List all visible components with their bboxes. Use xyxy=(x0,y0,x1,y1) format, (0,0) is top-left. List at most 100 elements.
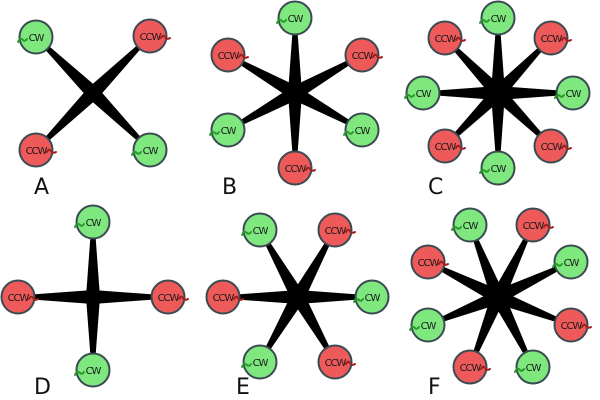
rotor-direction-label: CW xyxy=(253,226,269,237)
cw-rotation-arrow-icon xyxy=(131,150,142,156)
rotor-cw: CW xyxy=(276,0,313,36)
rotor-ccw: CCW xyxy=(150,279,189,315)
rotor-direction-label: CW xyxy=(491,14,507,25)
ccw-rotation-arrow-icon xyxy=(178,295,189,301)
frame-arm xyxy=(258,293,305,363)
rotor-disc xyxy=(317,212,353,248)
frame-arm xyxy=(86,297,100,370)
frame-arm xyxy=(86,222,100,297)
rotor-direction-label: CCW xyxy=(541,34,563,45)
frame-arm xyxy=(493,88,553,148)
frame-arm xyxy=(34,88,98,152)
rotor-direction-label: CW xyxy=(253,358,269,369)
rotor-disc xyxy=(452,207,488,243)
frame-arm xyxy=(498,86,573,100)
ccw-rotation-arrow-icon xyxy=(345,228,356,234)
frame-arm xyxy=(491,93,505,168)
rotor-direction-label: CCW xyxy=(8,293,30,304)
rotor-direction-label: CCW xyxy=(158,293,180,304)
frame-arm xyxy=(288,18,302,93)
rotor-cw: CW xyxy=(514,349,551,385)
cw-rotation-arrow-icon xyxy=(17,37,28,43)
ccw-rotation-arrow-icon xyxy=(438,260,449,266)
rotor-ccw: CCW xyxy=(277,150,316,186)
rotor-direction-label: CW xyxy=(463,221,479,232)
rotor-ccw: CCW xyxy=(410,244,449,280)
panel-label: A xyxy=(34,175,49,200)
frame-arm xyxy=(495,290,572,327)
rotor-direction-label: CCW xyxy=(26,146,48,157)
frame-arm xyxy=(227,53,299,100)
ccw-rotation-arrow-icon xyxy=(543,223,554,229)
ccw-rotation-arrow-icon xyxy=(305,166,316,172)
rotor-disc xyxy=(132,18,168,54)
rotor-disc xyxy=(354,279,390,315)
frame-arm xyxy=(491,224,535,301)
panel-label: B xyxy=(222,175,237,200)
frame-arm xyxy=(443,36,504,98)
rotor-ccw: CCW xyxy=(344,37,383,73)
ccw-rotation-arrow-icon xyxy=(455,144,466,150)
rotor-cw: CW xyxy=(74,352,111,388)
rotor-direction-label: CCW xyxy=(325,226,347,237)
rotor-disc xyxy=(427,20,463,56)
rotor-disc xyxy=(205,279,241,315)
cw-rotation-arrow-icon xyxy=(276,18,287,24)
cw-rotation-arrow-icon xyxy=(74,370,85,376)
ccw-rotation-arrow-icon xyxy=(455,36,466,42)
rotor-cw: CW xyxy=(353,279,390,315)
rotor-disc xyxy=(277,150,313,186)
cw-rotation-arrow-icon xyxy=(479,18,490,24)
rotor-disc xyxy=(132,132,168,168)
cw-rotation-arrow-icon xyxy=(343,130,354,136)
rotor-direction-label: CW xyxy=(355,126,371,137)
rotor-direction-label: CW xyxy=(491,164,507,175)
frame-hub xyxy=(293,292,303,302)
rotor-direction-label: CCW xyxy=(140,32,162,43)
ccw-rotation-arrow-icon xyxy=(561,36,572,42)
rotor-ccw: CCW xyxy=(317,344,356,380)
rotor-disc xyxy=(515,207,551,243)
frame-arm xyxy=(427,260,502,304)
rotor-direction-label: CW xyxy=(526,363,542,374)
rotor-direction-label: CCW xyxy=(285,164,307,175)
rotor-ccw: CCW xyxy=(427,20,466,56)
rotor-disc xyxy=(277,0,313,36)
rotor-disc xyxy=(317,344,353,380)
rotor-ccw: CCW xyxy=(533,20,572,56)
rotor-direction-label: CW xyxy=(221,126,237,137)
rotor-disc xyxy=(75,204,111,240)
frame-arm xyxy=(291,86,363,132)
frame-arm xyxy=(291,53,363,100)
rotor-ccw: CCW xyxy=(452,349,491,385)
frame-arm xyxy=(492,36,553,98)
frame-hub xyxy=(493,292,503,302)
rotor-direction-label: CW xyxy=(86,366,102,377)
rotor-disc xyxy=(410,307,446,343)
rotor-disc xyxy=(150,279,186,315)
rotor-direction-label: CW xyxy=(288,14,304,25)
rotor-direction-label: CW xyxy=(86,218,102,229)
frame-arm xyxy=(288,93,302,168)
cw-rotation-arrow-icon xyxy=(74,222,85,228)
rotor-ccw: CCW xyxy=(205,279,244,315)
rotor-direction-label: CW xyxy=(29,33,45,44)
cw-rotation-arrow-icon xyxy=(479,168,490,174)
cw-rotation-arrow-icon xyxy=(514,367,525,373)
cw-rotation-arrow-icon xyxy=(552,262,563,268)
rotor-ccw: CCW xyxy=(553,307,592,343)
rotor-cw: CW xyxy=(479,0,516,36)
frame-arm xyxy=(227,86,299,132)
rotor-disc xyxy=(210,112,246,148)
rotor-direction-label: CW xyxy=(566,89,582,100)
cw-rotation-arrow-icon xyxy=(241,362,252,368)
rotor-direction-label: CW xyxy=(365,293,381,304)
frame-arm xyxy=(258,229,305,301)
rotor-disc xyxy=(18,19,54,55)
frame-arm xyxy=(443,88,503,148)
frame-arm xyxy=(93,290,168,304)
rotor-disc xyxy=(452,349,488,385)
